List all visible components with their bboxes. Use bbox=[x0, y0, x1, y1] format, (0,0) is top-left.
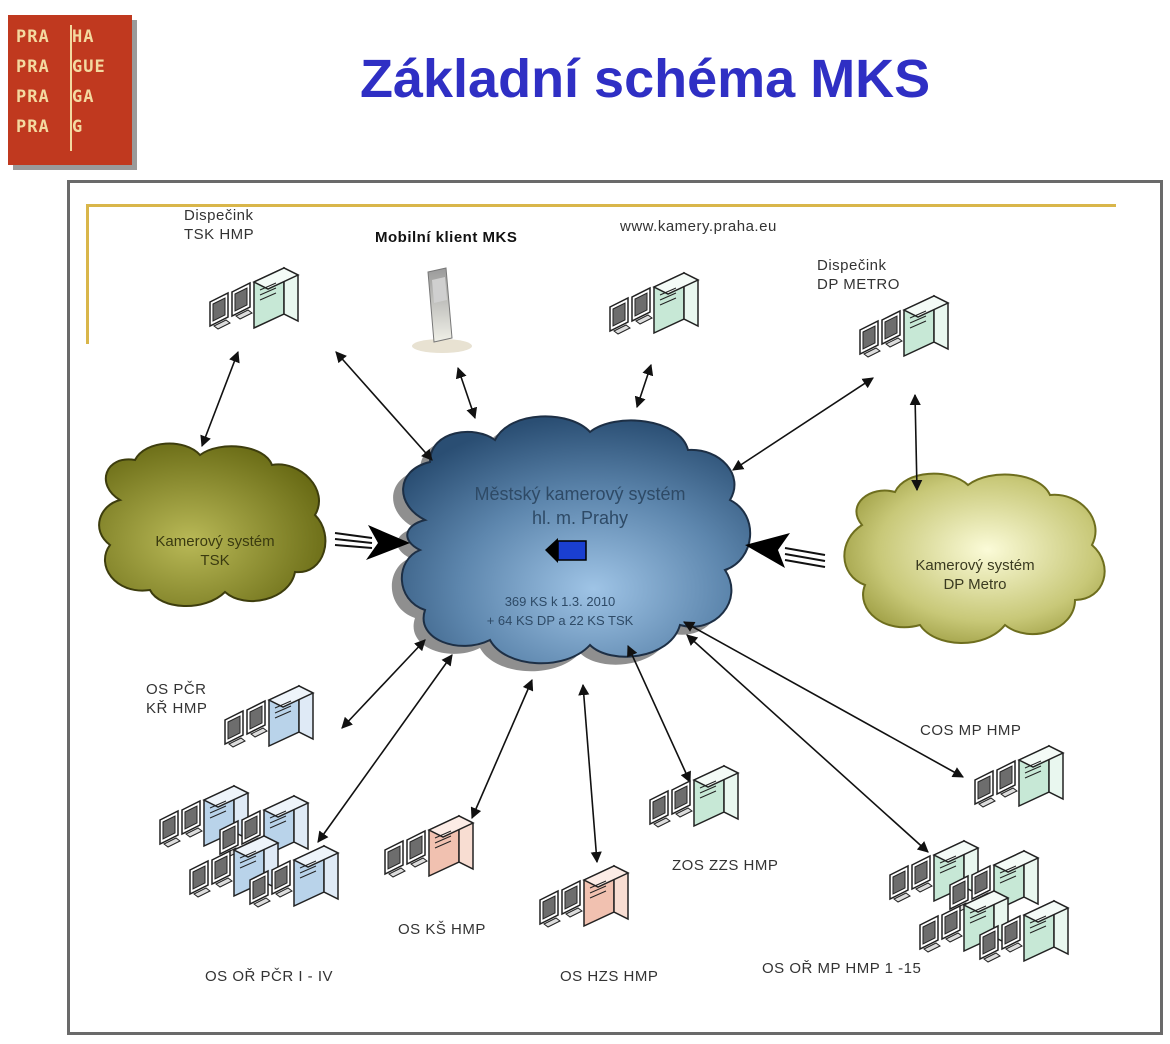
center-cloud-line: hl. m. Prahy bbox=[531, 508, 629, 528]
right-cloud-label: Kamerový systém DP Metro bbox=[890, 556, 1060, 594]
logo-row-2: PRA GUE bbox=[16, 57, 106, 77]
left-cloud-label: Kamerový systém TSK bbox=[130, 532, 300, 570]
logo-text: PRA bbox=[16, 117, 50, 137]
link-zos-center bbox=[627, 644, 691, 784]
link-tsk-leftcloud bbox=[200, 350, 240, 448]
label-os-or-pcr: OS OŘ PČR I - IV bbox=[205, 968, 334, 985]
label-line: Dispečink bbox=[817, 257, 887, 274]
label-web: www.kamery.praha.eu bbox=[620, 218, 777, 235]
camera-icon bbox=[545, 538, 587, 563]
mobile-phone-icon bbox=[412, 267, 472, 353]
workstation-web bbox=[610, 273, 698, 334]
label-os-or-mp: OS OŘ MP HMP 1 -15 bbox=[762, 960, 922, 977]
link-orpcr-center bbox=[317, 654, 453, 843]
link-mobile-center bbox=[455, 366, 478, 420]
label-mobile-client: Mobilní klient MKS bbox=[375, 229, 518, 246]
center-cloud-label: Městský kamerový systém hl. m. Prahy bbox=[430, 482, 730, 530]
link-web-center bbox=[634, 363, 654, 409]
logo-text: PRA bbox=[16, 57, 50, 77]
label-line: Dispečink bbox=[184, 207, 254, 224]
link-ormp-center bbox=[686, 634, 929, 853]
diagram-frame bbox=[67, 180, 1163, 1035]
praha-logo: PRA HA PRA GUE PRA GA PRA G bbox=[8, 15, 132, 165]
workstation-os-hzs bbox=[540, 866, 628, 927]
link-pcr-center bbox=[341, 639, 426, 729]
left-cloud bbox=[98, 442, 327, 607]
label-os-hzs: OS HZS HMP bbox=[560, 968, 659, 985]
center-cloud-line: 369 KS k 1.3. 2010 bbox=[504, 594, 616, 609]
right-cloud-line: Kamerový systém bbox=[915, 557, 1035, 574]
label-line: TSK HMP bbox=[184, 226, 255, 243]
logo-row-3: PRA GA bbox=[16, 87, 94, 107]
workstation-zos-zzs bbox=[650, 766, 738, 827]
label-line: DP METRO bbox=[817, 276, 900, 293]
label-cos-mp: COS MP HMP bbox=[920, 722, 1022, 739]
label-dp-metro: Dispečink DP METRO bbox=[817, 256, 900, 294]
flow-arrow-left bbox=[334, 525, 410, 560]
workstation-tsk-dispatch bbox=[210, 268, 298, 329]
left-cloud-line: Kamerový systém bbox=[155, 533, 275, 550]
gold-line-top bbox=[86, 204, 1116, 207]
label-os-pcr: OS PČR KŘ HMP bbox=[146, 680, 207, 718]
label-line: KŘ HMP bbox=[146, 700, 208, 717]
label-os-ks: OS KŠ HMP bbox=[398, 921, 486, 938]
link-dp-rightcloud bbox=[909, 393, 923, 492]
right-cloud-line: DP Metro bbox=[943, 576, 1007, 593]
workstation-cos-mp bbox=[975, 746, 1063, 807]
workstation-os-pcr bbox=[225, 686, 313, 747]
center-cloud-line: + 64 KS DP a 22 KS TSK bbox=[486, 613, 634, 628]
link-ks-center bbox=[470, 678, 534, 820]
workstation-dp-metro bbox=[860, 296, 948, 357]
logo-text: GA bbox=[72, 87, 95, 107]
label-tsk-dispatch: Dispečink TSK HMP bbox=[184, 206, 254, 244]
label-line: OS PČR bbox=[146, 681, 207, 698]
label-zos-zzs: ZOS ZZS HMP bbox=[672, 857, 779, 874]
link-cos-center bbox=[683, 621, 964, 778]
logo-text: GUE bbox=[72, 57, 106, 77]
logo-row-1: PRA HA bbox=[16, 27, 94, 47]
page-title: Základní schéma MKS bbox=[360, 49, 931, 109]
workstation-group-or-pcr bbox=[160, 786, 338, 907]
right-cloud bbox=[843, 472, 1106, 644]
left-cloud-line: TSK bbox=[200, 552, 230, 569]
flow-arrow-right bbox=[745, 533, 826, 568]
center-cloud-line: Městský kamerový systém bbox=[474, 484, 686, 504]
workstation-os-ks bbox=[385, 816, 473, 877]
logo-text: HA bbox=[72, 27, 95, 47]
workstation-group-or-mp bbox=[890, 841, 1068, 962]
logo-text: PRA bbox=[16, 87, 50, 107]
logo-row-4: PRA G bbox=[16, 117, 83, 137]
gold-line-left bbox=[86, 204, 89, 344]
center-cloud-counts: 369 KS k 1.3. 2010 + 64 KS DP a 22 KS TS… bbox=[460, 592, 660, 630]
link-dp-center bbox=[732, 377, 874, 471]
link-tsk-center bbox=[335, 351, 433, 461]
link-hzs-center bbox=[578, 683, 602, 864]
logo-text: G bbox=[72, 117, 84, 137]
logo-text: PRA bbox=[16, 27, 50, 47]
logo-divider bbox=[70, 25, 72, 151]
